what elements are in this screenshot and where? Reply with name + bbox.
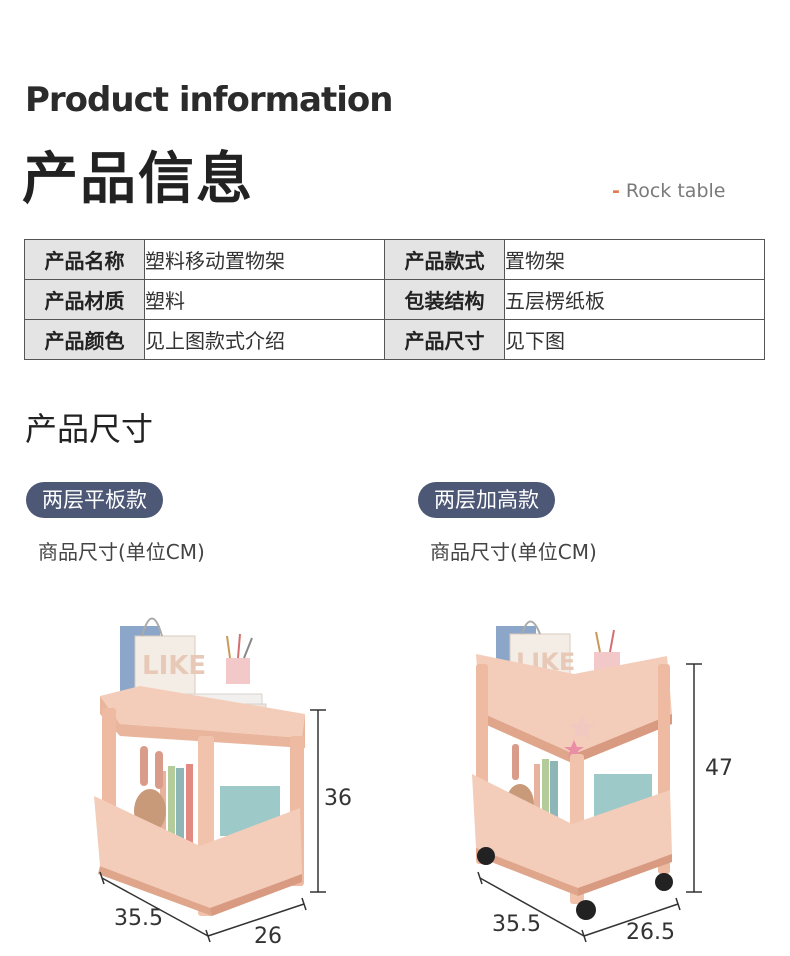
wheel-icon [477, 847, 495, 865]
info-key: 产品材质 [24, 279, 145, 320]
tall-width-dim: 26.5 [626, 920, 675, 945]
table-row: 产品名称 塑料移动置物架 产品款式 置物架 [24, 239, 765, 280]
info-key: 包装结构 [384, 279, 505, 320]
flat-cart-illustration: LIKE [94, 617, 305, 916]
info-value: 塑料移动置物架 [144, 239, 385, 280]
size-section-title: 产品尺寸 [25, 410, 154, 448]
style-label-flat: 两层平板款 [26, 482, 163, 518]
flat-dimension-lines [99, 709, 326, 943]
style-label-tall: 两层加高款 [418, 482, 555, 518]
flat-width-dim: 26 [254, 924, 282, 949]
info-value: 五层楞纸板 [504, 279, 765, 320]
info-key: 产品名称 [24, 239, 145, 280]
rock-table-tag: -Rock table [612, 180, 725, 202]
product-info-table: 产品名称 塑料移动置物架 产品款式 置物架 产品材质 塑料 包装结构 五层楞纸板… [24, 239, 765, 360]
tag-dash-icon: - [612, 180, 620, 202]
star-ornament-icon [568, 714, 596, 740]
flat-height-dim: 36 [324, 786, 352, 811]
info-key: 产品款式 [384, 239, 505, 280]
tag-text: Rock table [625, 180, 726, 202]
tall-cart-illustration: LIKE [472, 620, 673, 920]
info-value: 见下图 [504, 319, 765, 360]
flat-depth-dim: 35.5 [114, 906, 163, 931]
unit-note-right: 商品尺寸(单位CM) [430, 540, 597, 564]
pen-holder-icon [226, 658, 250, 684]
info-value: 塑料 [144, 279, 385, 320]
unit-note-left: 商品尺寸(单位CM) [38, 540, 205, 564]
tall-height-dim: 47 [705, 756, 733, 781]
info-key: 产品尺寸 [384, 319, 505, 360]
wheel-icon [655, 873, 673, 891]
wheel-icon [576, 900, 596, 920]
tall-depth-dim: 35.5 [492, 912, 541, 937]
tall-dimension-lines [477, 663, 702, 943]
table-row: 产品颜色 见上图款式介绍 产品尺寸 见下图 [24, 319, 765, 360]
table-row: 产品材质 塑料 包装结构 五层楞纸板 [24, 279, 765, 320]
info-value: 见上图款式介绍 [144, 319, 385, 360]
title-chinese: 产品信息 [22, 147, 254, 212]
svg-text:LIKE: LIKE [142, 651, 206, 681]
title-english: Product information [25, 80, 393, 120]
info-key: 产品颜色 [24, 319, 145, 360]
info-value: 置物架 [504, 239, 765, 280]
